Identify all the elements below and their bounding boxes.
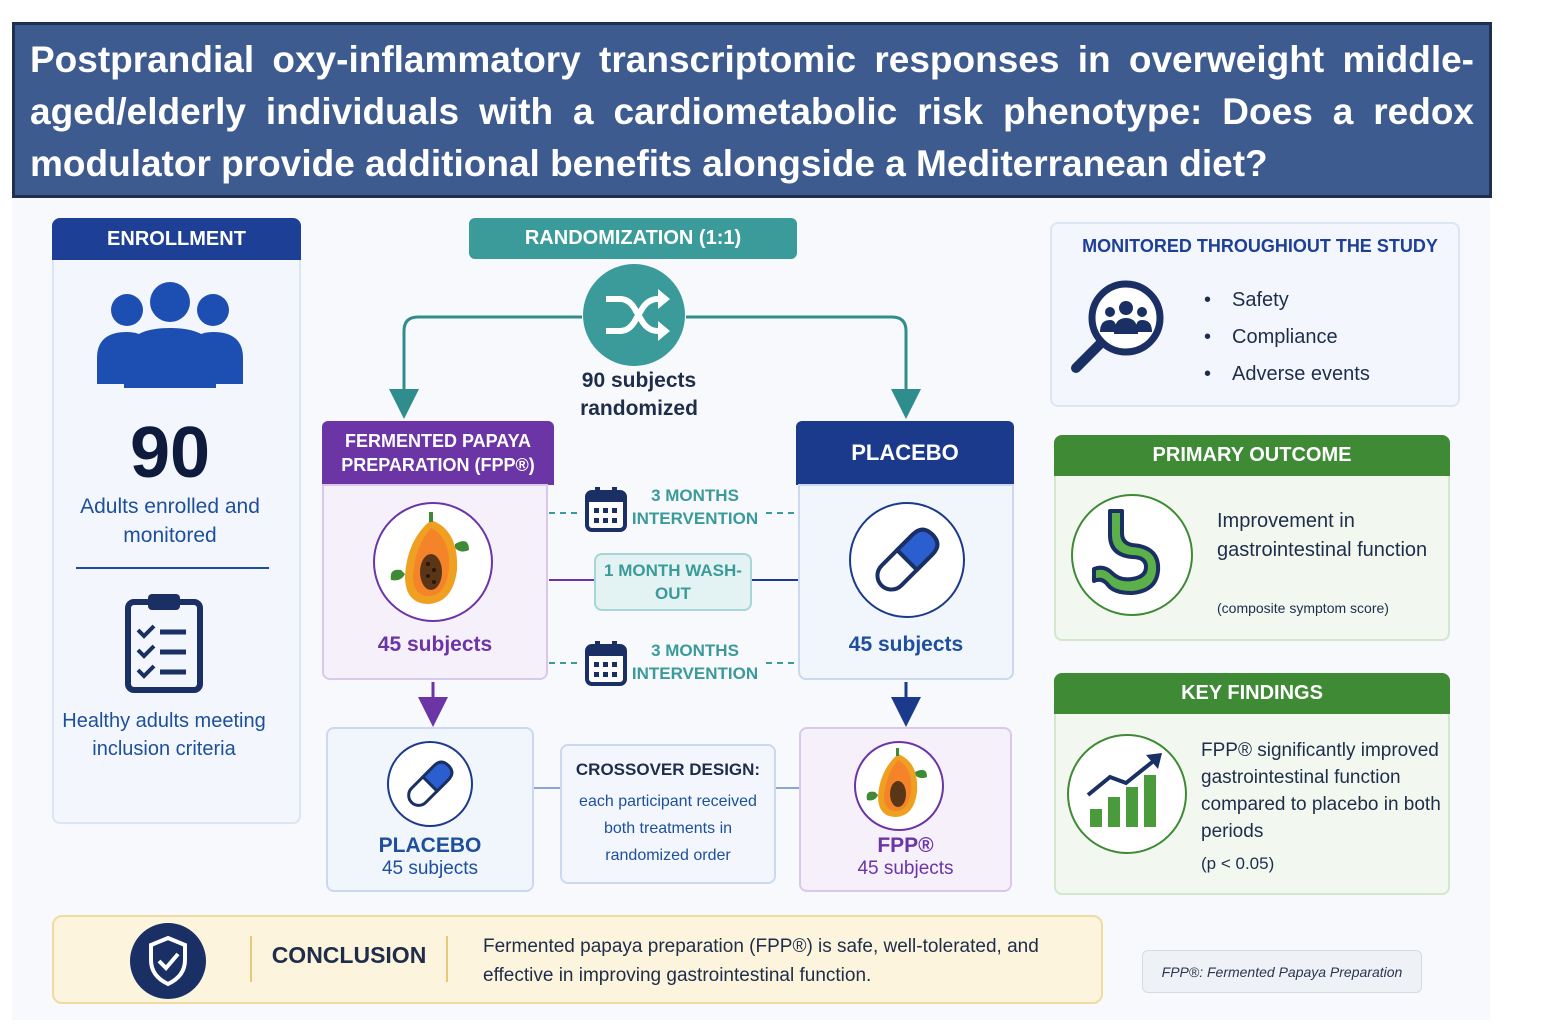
intervention-period-2-label: 3 MONTHS INTERVENTION [631,641,759,683]
divider [446,936,448,982]
shuffle-icon [583,264,685,366]
fpp-arm-header: FERMENTED PAPAYA PREPARATION (FPP®) [322,421,554,485]
randomization-header: RANDOMIZATION (1:1) [469,218,797,259]
washout-label: 1 MONTH WASH-OUT [604,561,742,603]
title-banner [12,22,1492,198]
fpp-arm-subjects: 45 subjects [377,633,493,656]
period2-placebo-subjects: 45 subjects [381,858,479,879]
calendar-icon [585,641,627,686]
key-findings-text: FPP® significantly improved gastrointest… [1201,740,1441,842]
shield-check-icon [130,923,206,999]
page-title: Postprandial oxy-inflammatory transcript… [30,39,1474,184]
crossover-design-box [560,744,776,884]
people-group-icon [97,282,243,388]
clipboard-checklist-icon [125,594,203,693]
monitored-list: Safety Compliance Adverse events [1200,282,1440,393]
crossover-title: CROSSOVER DESIGN: [575,760,761,779]
randomized-count-label: 90 subjects randomized [580,369,698,420]
enrollment-count: 90 [129,413,211,493]
primary-outcome-header: PRIMARY OUTCOME [1054,435,1450,476]
inclusion-criteria-label: Healthy adults meeting inclusion criteri… [62,710,266,760]
abbreviation-footnote: FPP®: Fermented Papaya Preparation [1142,950,1422,993]
placebo-arm-subjects: 45 subjects [848,633,964,656]
crossover-description: each participant received both treatment… [579,793,757,864]
calendar-icon [585,487,627,532]
monitored-item: Compliance [1200,319,1440,356]
pill-capsule-icon [849,502,965,618]
period2-fpp-label: FPP® [877,834,934,857]
conclusion-banner [52,915,1103,1004]
papaya-icon [373,502,493,622]
divider [76,567,269,569]
divider [250,936,252,982]
primary-outcome-text: Improvement in gastrointestinal function [1217,510,1428,561]
key-findings-header: KEY FINDINGS [1054,673,1450,714]
period2-placebo-label: PLACEBO [378,834,482,857]
papaya-icon [854,741,944,831]
monitored-title: MONITORED THROUGHIOUT THE STUDY [1082,236,1438,256]
conclusion-text: Fermented papaya preparation (FPP®) is s… [483,936,1039,986]
magnifier-people-icon [1071,280,1164,373]
pill-capsule-icon [387,741,473,827]
washout-box: 1 MONTH WASH-OUT [594,553,752,611]
enrollment-header: ENROLLMENT [52,218,301,260]
conclusion-label: CONCLUSION [271,942,427,968]
enrollment-count-label: Adults enrolled and monitored [80,495,260,547]
growth-chart-icon [1067,734,1187,854]
monitored-item: Safety [1200,282,1440,319]
arrow-to-fpp [389,315,582,419]
placebo-arm-header: PLACEBO [796,421,1014,485]
arrow-to-placebo [686,315,921,419]
period2-fpp-subjects: 45 subjects [857,858,954,879]
monitored-item: Adverse events [1200,356,1440,393]
key-findings-p-value: (p < 0.05) [1201,854,1275,873]
stomach-icon [1071,494,1193,616]
primary-outcome-note: (composite symptom score) [1217,600,1389,616]
intervention-period-1-label: 3 MONTHS INTERVENTION [631,486,759,528]
